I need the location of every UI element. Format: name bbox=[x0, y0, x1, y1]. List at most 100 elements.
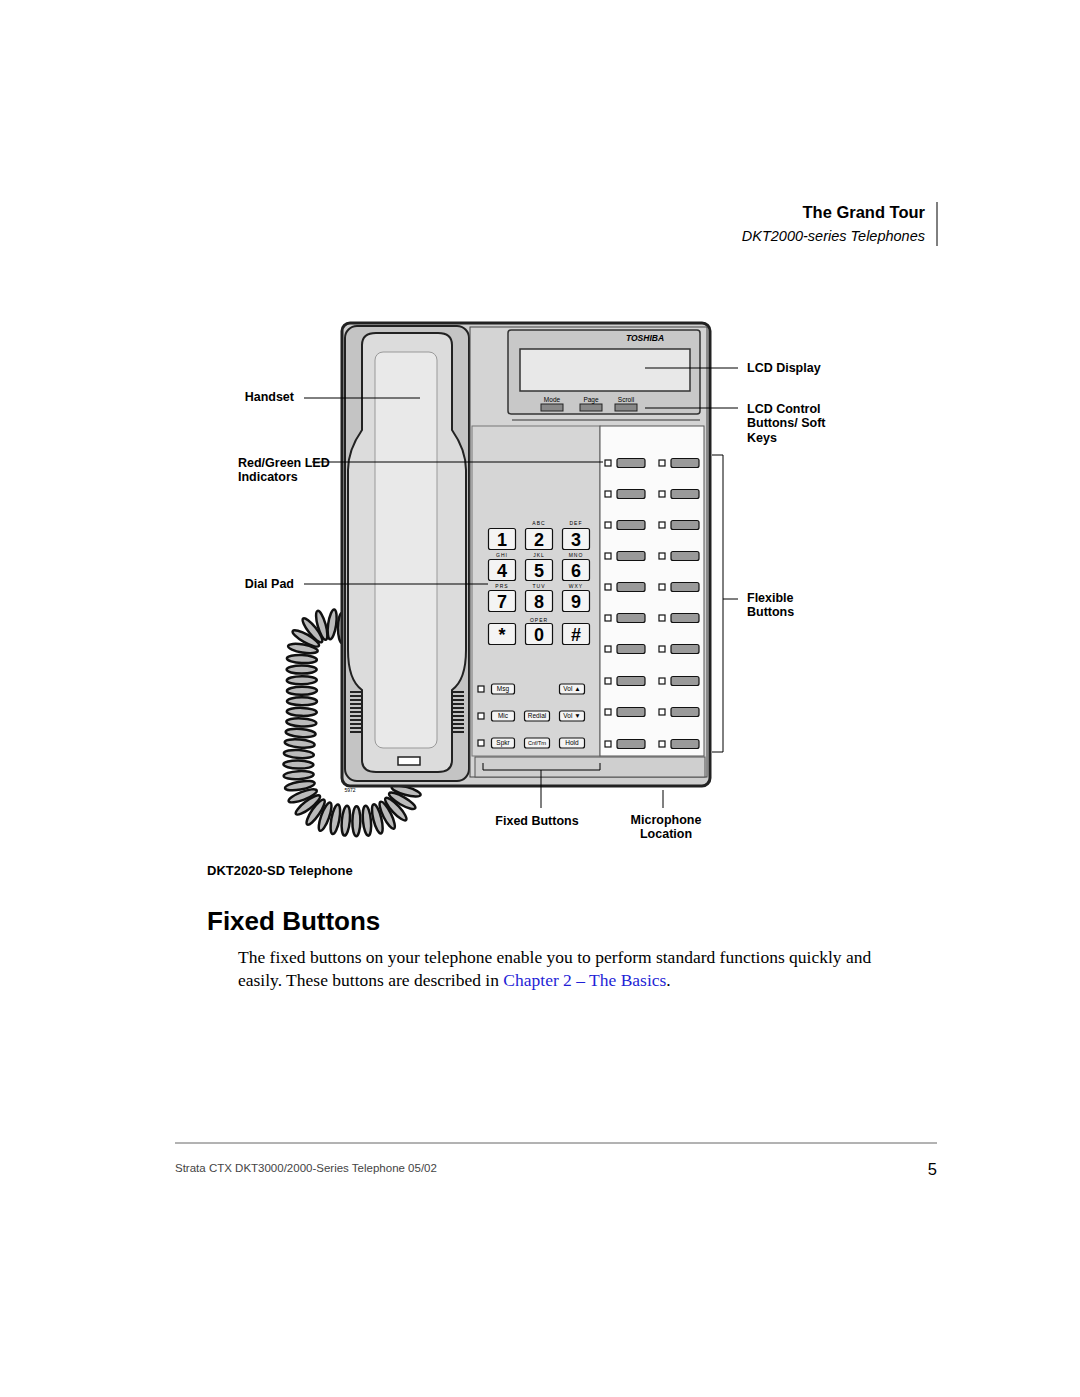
printed-text: 3 bbox=[571, 530, 581, 551]
leader-line bbox=[304, 584, 488, 585]
led-indicator bbox=[478, 686, 484, 692]
led-indicator bbox=[605, 553, 611, 559]
flexible-button bbox=[671, 614, 699, 623]
callout-label: Flexible Buttons bbox=[747, 591, 809, 620]
dial-key bbox=[563, 591, 590, 612]
leader-line bbox=[541, 770, 542, 808]
cord-coil bbox=[287, 697, 317, 705]
callout-label: Red/Green LED Indicators bbox=[238, 456, 338, 485]
printed-text: 6 bbox=[571, 561, 581, 582]
printed-text: Strata CTX DKT3000/2000-Series Telephone… bbox=[175, 1162, 437, 1175]
soft-key bbox=[615, 404, 637, 411]
led-indicator bbox=[659, 584, 665, 590]
led-indicator bbox=[605, 741, 611, 747]
flexible-button bbox=[617, 614, 645, 623]
led-indicator bbox=[478, 740, 484, 746]
cord-coil bbox=[283, 770, 313, 780]
printed-text: ABC bbox=[532, 521, 545, 527]
dial-key bbox=[526, 560, 553, 581]
printed-text: TUV bbox=[533, 584, 546, 590]
printed-text: OPER bbox=[530, 618, 548, 624]
flexible-button bbox=[671, 740, 699, 749]
cord-coil bbox=[285, 728, 316, 738]
footer-rule bbox=[175, 1143, 937, 1144]
fixed-button bbox=[492, 738, 515, 748]
dial-key bbox=[489, 560, 516, 581]
printed-text: 7 bbox=[497, 592, 507, 613]
printed-text: Mode bbox=[544, 396, 560, 403]
printed-text: * bbox=[498, 625, 505, 646]
dial-key bbox=[489, 591, 516, 612]
printed-text: 5 bbox=[534, 561, 544, 582]
flexible-button bbox=[617, 583, 645, 592]
header-rule bbox=[937, 202, 938, 246]
bracket bbox=[483, 763, 600, 770]
printed-text: 9 bbox=[571, 592, 581, 613]
callout-label: Dial Pad bbox=[245, 577, 294, 591]
callout-label: Handset bbox=[245, 390, 294, 404]
flexible-button bbox=[617, 708, 645, 717]
handset-grip bbox=[375, 352, 437, 748]
key-panel bbox=[470, 327, 707, 777]
printed-text: 1 bbox=[497, 530, 507, 551]
bracket bbox=[712, 455, 723, 752]
phone-housing bbox=[342, 323, 710, 786]
cord-jack bbox=[398, 757, 420, 765]
section-heading: Fixed Buttons bbox=[207, 908, 380, 934]
dial-key bbox=[563, 529, 590, 550]
led-indicator bbox=[659, 709, 665, 715]
handset-cradle bbox=[345, 326, 469, 781]
flexible-button bbox=[617, 490, 645, 499]
led-indicator bbox=[605, 584, 611, 590]
led-indicator bbox=[478, 713, 484, 719]
led-indicator bbox=[659, 553, 665, 559]
printed-text: Redial bbox=[528, 712, 546, 719]
printed-text: Page bbox=[583, 396, 598, 403]
printed-text: Msg bbox=[497, 685, 509, 692]
printed-text: 8 bbox=[534, 592, 544, 613]
flexible-button bbox=[617, 740, 645, 749]
flexible-button bbox=[671, 677, 699, 686]
leader-line bbox=[645, 408, 738, 409]
callout-label: Microphone Location bbox=[624, 813, 708, 842]
flexible-key-area bbox=[600, 426, 704, 756]
fixed-button bbox=[560, 738, 585, 748]
printed-text: Scroll bbox=[618, 396, 634, 403]
led-indicator bbox=[659, 741, 665, 747]
cord-coil bbox=[286, 718, 316, 728]
cord-coil bbox=[284, 738, 315, 749]
leader-line bbox=[312, 462, 603, 463]
printed-text: Vol ▲ bbox=[563, 685, 580, 692]
callout-label: LCD Control Buttons/ Soft Keys bbox=[747, 402, 829, 445]
led-indicator bbox=[605, 678, 611, 684]
fixed-button bbox=[560, 684, 585, 694]
flexible-button bbox=[617, 645, 645, 654]
led-indicator bbox=[659, 646, 665, 652]
led-indicator bbox=[659, 491, 665, 497]
printed-text: DEF bbox=[570, 521, 583, 527]
led-indicator bbox=[605, 522, 611, 528]
cord-coil bbox=[287, 654, 317, 664]
flexible-button bbox=[671, 583, 699, 592]
cord-coil bbox=[287, 676, 317, 684]
printed-text: The Grand Tour bbox=[802, 203, 925, 222]
fixed-button bbox=[492, 684, 515, 694]
dial-key bbox=[526, 591, 553, 612]
callout-label: Fixed Buttons bbox=[495, 814, 578, 828]
flexible-button bbox=[617, 521, 645, 530]
cord-coil bbox=[362, 805, 373, 836]
printed-text: 0 bbox=[534, 625, 544, 646]
dial-key bbox=[489, 624, 516, 645]
fixed-button bbox=[525, 738, 550, 748]
led-indicator bbox=[605, 615, 611, 621]
dial-area bbox=[472, 426, 600, 756]
printed-text: 4 bbox=[497, 561, 507, 582]
printed-text: 2 bbox=[534, 530, 544, 551]
led-indicator bbox=[605, 646, 611, 652]
led-indicator bbox=[659, 522, 665, 528]
handset bbox=[348, 333, 466, 772]
cord-coil bbox=[284, 749, 314, 759]
flexible-button bbox=[671, 552, 699, 561]
dial-key bbox=[563, 624, 590, 645]
cord-coil bbox=[287, 666, 317, 674]
